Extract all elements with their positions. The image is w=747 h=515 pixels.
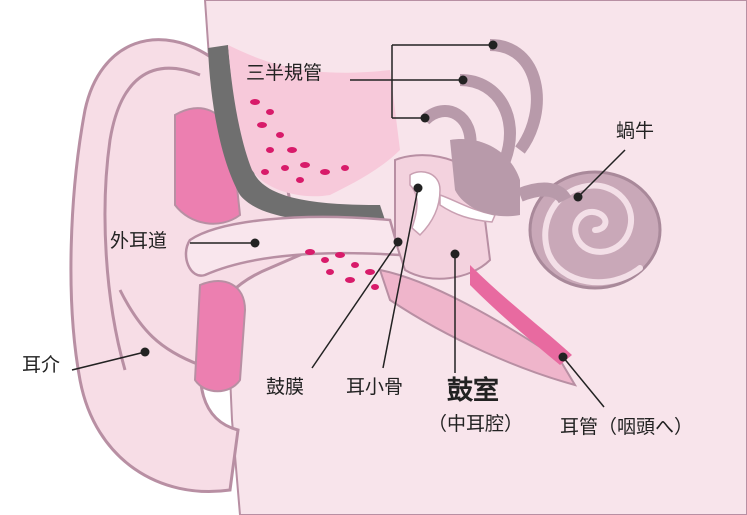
cochlea-shape	[517, 170, 662, 290]
auricle-fold	[118, 289, 201, 367]
ossicles-shape	[409, 171, 497, 237]
lower-cartilage	[193, 280, 247, 393]
leader-cochlea	[577, 149, 626, 198]
label-cochlea: 蝸牛	[616, 120, 655, 142]
skull-bone-wall	[208, 45, 385, 222]
label-external-auditory-canal: 外耳道	[110, 230, 168, 252]
eustachian-tube-shape	[378, 268, 578, 387]
auricle-inner-rim	[103, 66, 201, 371]
leader-auricle	[71, 351, 146, 371]
leader-eustachian	[562, 356, 605, 408]
label-eardrum: 鼓膜	[266, 376, 305, 398]
ear-canal-tube	[184, 215, 402, 277]
label-middle-ear-cavity: （中耳腔）	[428, 413, 524, 435]
leader-ossicles	[382, 187, 419, 369]
tissue-dots	[250, 99, 379, 290]
leader-lines	[71, 44, 626, 408]
leader-eardrum	[311, 241, 399, 369]
leader-dots	[140, 40, 583, 362]
label-eustachian-tube: 耳管（咽頭へ）	[560, 416, 694, 438]
label-ossicles: 耳小骨	[346, 376, 404, 398]
label-auricle: 耳介	[22, 354, 61, 376]
eustachian-tube-core	[470, 265, 572, 365]
leader-semicircular	[350, 44, 493, 119]
label-semicircular-canals: 三半規管	[246, 62, 323, 84]
temporal-bone	[228, 45, 400, 197]
vestibule	[450, 139, 520, 217]
label-tympanic-cavity: 鼓室	[447, 376, 500, 406]
